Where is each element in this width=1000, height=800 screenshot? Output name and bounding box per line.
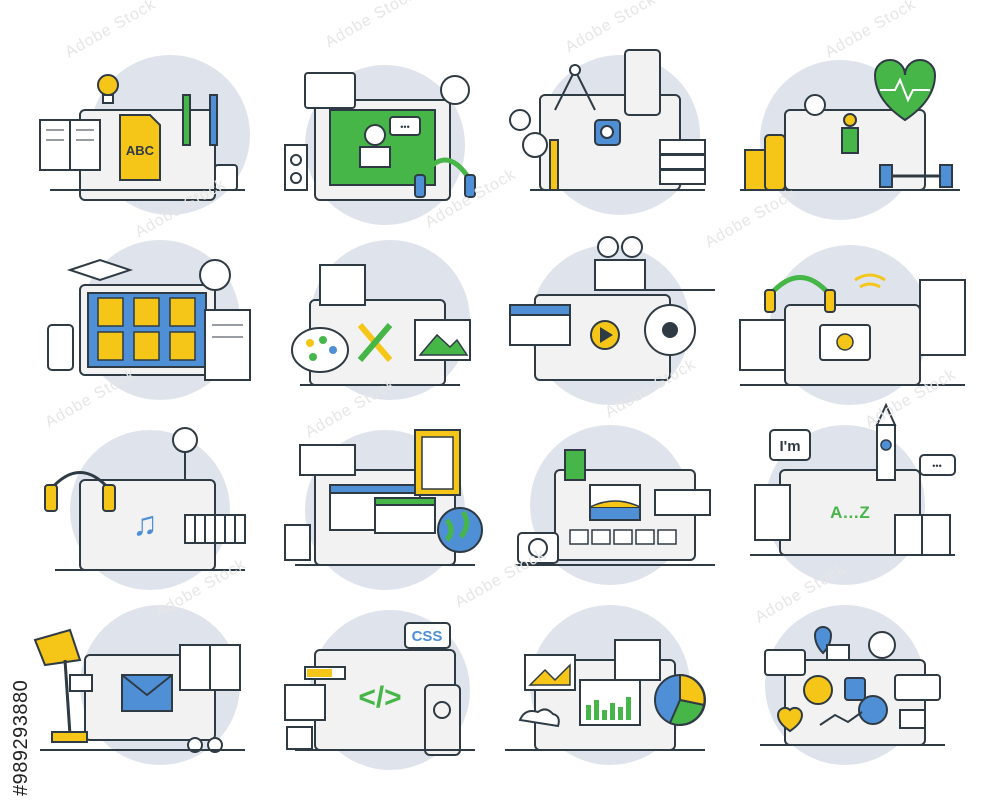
- photo-editing-icon: [510, 425, 740, 605]
- im-label: I'm: [779, 438, 800, 455]
- css-label: CSS: [412, 628, 443, 645]
- video-lesson-icon: •••: [275, 55, 505, 235]
- a-z-label: A…Z: [830, 503, 870, 522]
- music-note-icon: ♫: [132, 505, 158, 543]
- chat-dots: •••: [400, 122, 409, 132]
- video-production-icon: [500, 235, 730, 415]
- online-class-icon: [30, 240, 260, 420]
- music-course-icon: ♫: [30, 420, 260, 600]
- design-tools-icon: [509, 45, 740, 225]
- language-course-icon: I'm A…Z •••: [745, 400, 975, 585]
- speech-dots: •••: [932, 461, 941, 471]
- abc-label: ABC: [126, 143, 155, 158]
- coding-css-icon: CSS </>: [275, 605, 505, 785]
- web-windows-icon: [275, 420, 505, 600]
- fitness-icon: [740, 59, 970, 240]
- stock-id-text: #989293880: [10, 679, 32, 796]
- stock-id-label: #989293880: [8, 560, 38, 800]
- graphic-design-icon: [275, 240, 505, 425]
- audio-course-icon: [739, 245, 970, 435]
- social-network-icon: [740, 600, 970, 780]
- study-laptop-icon: ABC: [30, 55, 260, 235]
- code-tag-icon: </>: [358, 681, 401, 714]
- data-analytics-icon: [500, 605, 730, 785]
- email-reading-icon: [30, 600, 260, 780]
